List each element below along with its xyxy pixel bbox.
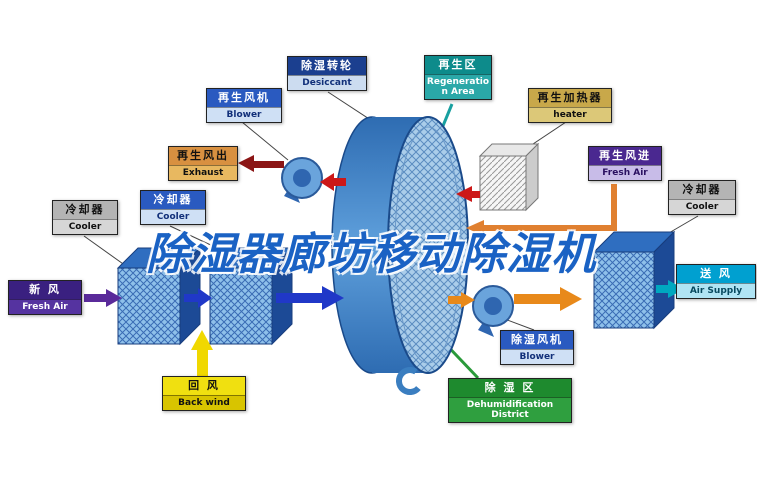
label-heater-zh: 再生加热器 [529, 89, 611, 107]
label-regeneration-area-zh: 再生区 [425, 56, 491, 74]
arrow-back-wind [191, 330, 213, 376]
label-back-wind-en: Back wind [163, 394, 245, 411]
label-air-supply: 送 风 Air Supply [676, 264, 756, 300]
label-regen-blower: 再生风机 Blower [206, 88, 282, 124]
label-heater: 再生加热器 heater [528, 88, 612, 124]
flow-arrows [84, 155, 684, 376]
label-heater-en: heater [529, 106, 611, 123]
label-fresh-air: 新 风 Fresh Air [8, 280, 82, 316]
watermark-text: 除湿器廊坊移动除湿机 [146, 229, 596, 280]
label-dehumid-blower: 除湿风机 Blower [500, 330, 574, 366]
label-desiccant: 除湿转轮 Desiccant [287, 56, 367, 92]
label-exhaust-zh: 再生风出 [169, 147, 237, 165]
label-air-supply-zh: 送 风 [677, 265, 755, 283]
arrow-fan-to-cooler [514, 287, 582, 311]
arrow-fresh-air [84, 289, 122, 307]
label-regeneration-area: 再生区 Regeneration Area [424, 55, 492, 101]
label-back-wind: 回 风 Back wind [162, 376, 246, 412]
label-regeneration-area-en: Regeneration Area [425, 73, 491, 100]
leader-lines [83, 91, 699, 331]
label-fresh-air-en: Fresh Air [9, 298, 81, 315]
label-exhaust: 再生风出 Exhaust [168, 146, 238, 182]
arrow-heater-to-wheel [456, 186, 480, 202]
heater-exchanger [478, 142, 540, 212]
label-cooler-right-zh: 冷却器 [669, 181, 735, 199]
wheel-face [387, 116, 469, 374]
label-dehumid-blower-zh: 除湿风机 [501, 331, 573, 349]
leader-regen-blower [241, 121, 289, 161]
desiccant-wheel [331, 116, 469, 395]
regen-fan [281, 157, 323, 203]
arrow-wheel-to-fan [448, 292, 475, 308]
cooler-box-left-inner [208, 246, 294, 346]
label-cooler-right: 冷却器 Cooler [668, 180, 736, 216]
label-dehumid-district: 除 湿 区 Dehumidification District [448, 378, 572, 424]
label-dehumid-district-en: Dehumidification District [449, 396, 571, 423]
arrow-exhaust [238, 155, 284, 172]
label-air-supply-en: Air Supply [677, 282, 755, 299]
label-cooler-left-inner: 冷却器 Cooler [140, 190, 206, 226]
label-cooler-right-en: Cooler [669, 198, 735, 215]
label-back-wind-zh: 回 风 [163, 377, 245, 395]
label-desiccant-zh: 除湿转轮 [288, 57, 366, 75]
label-fresh-air-zh: 新 风 [9, 281, 81, 299]
label-dehumid-blower-en: Blower [501, 348, 573, 365]
wheel-seal-ribbon [396, 367, 424, 395]
label-regen-fresh-air-en: Fresh Air [589, 164, 661, 181]
arrow-regen-fresh-air [466, 184, 617, 236]
label-cooler-left-inner-zh: 冷却器 [141, 191, 205, 209]
leader-cooler-outer [83, 235, 127, 267]
arrow-process-2 [276, 286, 344, 310]
label-cooler-left-outer-en: Cooler [53, 218, 117, 235]
label-dehumid-district-zh: 除 湿 区 [449, 379, 571, 397]
label-regen-fresh-air: 再生风进 Fresh Air [588, 146, 662, 182]
process-fan [472, 285, 514, 337]
arrow-process-1 [184, 288, 212, 308]
cooler-box-right [592, 230, 676, 330]
leader-cooler-inner [169, 225, 231, 255]
label-cooler-left-inner-en: Cooler [141, 208, 205, 225]
arrow-wheel-to-regen-fan [320, 173, 346, 191]
label-exhaust-en: Exhaust [169, 164, 237, 181]
label-regen-blower-zh: 再生风机 [207, 89, 281, 107]
label-desiccant-en: Desiccant [288, 74, 366, 91]
label-regen-fresh-air-zh: 再生风进 [589, 147, 661, 165]
label-cooler-left-outer-zh: 冷却器 [53, 201, 117, 219]
label-cooler-left-outer: 冷却器 Cooler [52, 200, 118, 236]
label-regen-blower-en: Blower [207, 106, 281, 123]
